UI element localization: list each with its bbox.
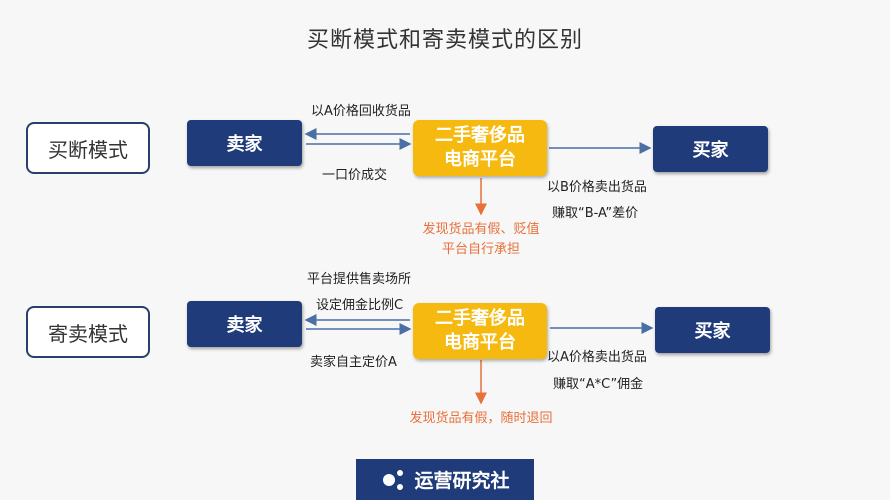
note-recycle-price: 以A价格回收货品 <box>311 104 411 119</box>
brand-banner: 运营研究社 <box>356 459 534 500</box>
note-fixed-price: 一口价成交 <box>322 168 388 183</box>
note-commission-profit: 赚取“A*C”佣金 <box>553 377 644 392</box>
note-spread-profit: 赚取“B-A”差价 <box>552 206 639 221</box>
network-dots-icon <box>383 469 404 490</box>
warning-line1: 发现货品有假，随时退回 <box>409 411 553 426</box>
platform-box-buyout: 二手奢侈品 电商平台 <box>413 120 547 176</box>
seller-box-buyout: 卖家 <box>187 120 302 166</box>
note-seller-pricing: 卖家自主定价A <box>310 355 397 370</box>
note-commission-rate: 设定佣金比例C <box>316 298 404 313</box>
buyer-box-consignment: 买家 <box>655 307 770 353</box>
note-sell-price: 以A价格卖出货品 <box>547 350 647 365</box>
note-platform-venue: 平台提供售卖场所 <box>307 272 412 287</box>
warning-text-consignment: 发现货品有假，随时退回 <box>391 409 571 429</box>
note-sell-price: 以B价格卖出货品 <box>547 180 647 195</box>
warning-line1: 发现货品有假、贬值 <box>422 222 540 237</box>
platform-box-consignment: 二手奢侈品 电商平台 <box>413 303 547 359</box>
platform-label-line1: 二手奢侈品 <box>435 308 525 329</box>
platform-label-line1: 二手奢侈品 <box>435 125 525 146</box>
warning-text-buyout: 发现货品有假、贬值 平台自行承担 <box>411 220 551 260</box>
page-title: 买断模式和寄卖模式的区别 <box>306 28 583 53</box>
buyer-box-buyout: 买家 <box>653 126 768 172</box>
warning-line2: 平台自行承担 <box>441 242 520 257</box>
brand-name: 运营研究社 <box>414 470 510 492</box>
platform-label-line2: 电商平台 <box>444 332 516 353</box>
mode-label-consignment: 寄卖模式 <box>26 306 150 358</box>
mode-label-buyout: 买断模式 <box>26 122 150 174</box>
platform-label-line2: 电商平台 <box>444 149 516 170</box>
seller-box-consignment: 卖家 <box>187 301 302 347</box>
